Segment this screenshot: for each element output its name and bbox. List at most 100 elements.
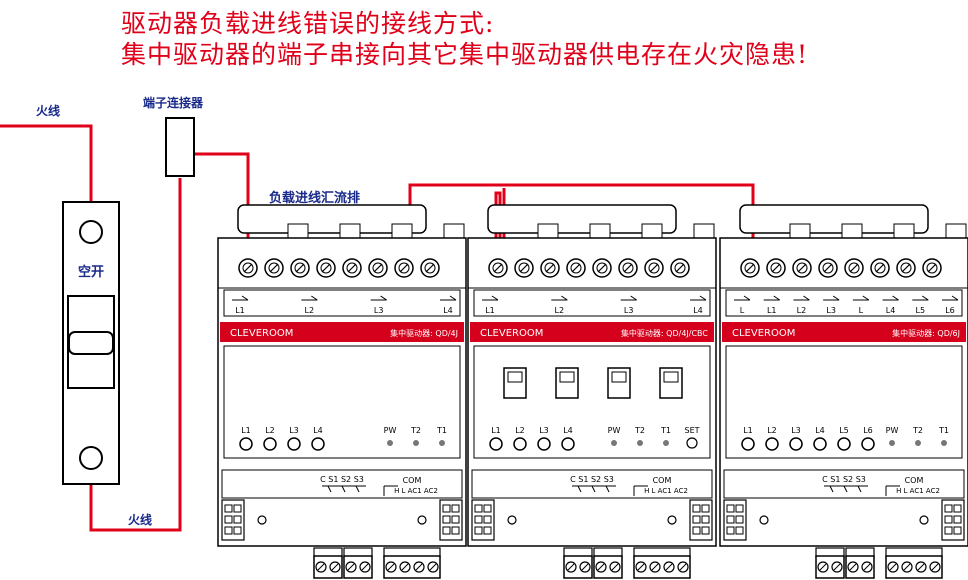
module-2-screw-slot[interactable]: [649, 263, 659, 273]
module-2-manual-button-4[interactable]: [659, 367, 683, 399]
module-1-screw-slot[interactable]: [321, 263, 331, 273]
module-3-plug-b-slot[interactable]: [863, 563, 871, 571]
module-1-plug-b-slot[interactable]: [361, 563, 369, 571]
module-3-screw-slot[interactable]: [797, 263, 807, 273]
module-1-screw-terminal[interactable]: [264, 258, 284, 278]
module-1-channel-button[interactable]: [239, 437, 253, 451]
module-1-plug-a[interactable]: [313, 547, 343, 579]
module-1-channel-button[interactable]: [263, 437, 277, 451]
module-3-screw-terminal[interactable]: [740, 258, 760, 278]
module-2-screw-terminal[interactable]: [670, 258, 690, 278]
module-2-channel-button[interactable]: [537, 437, 551, 451]
module-3-channel-button[interactable]: [813, 437, 827, 451]
module-2-manual-button-cap[interactable]: [507, 371, 523, 383]
module-1-plug-c-body[interactable]: [383, 555, 441, 579]
module-2-screw-terminal[interactable]: [592, 258, 612, 278]
module-2-manual-button-3[interactable]: [607, 367, 631, 399]
module-1-screw-slot[interactable]: [425, 263, 435, 273]
module-2-screw-slot[interactable]: [519, 263, 529, 273]
module-3-plug-c-body[interactable]: [885, 555, 943, 579]
module-2-manual-button-cap[interactable]: [611, 371, 627, 383]
module-1-screw-slot[interactable]: [295, 263, 305, 273]
module-1-plug-c-slot[interactable]: [415, 563, 423, 571]
module-3-screw-terminal[interactable]: [896, 258, 916, 278]
module-1-screw-slot[interactable]: [269, 263, 279, 273]
module-3-screw-terminal[interactable]: [792, 258, 812, 278]
module-2-screw-terminal[interactable]: [566, 258, 586, 278]
module-2-screw-slot[interactable]: [493, 263, 503, 273]
module-3-screw-terminal[interactable]: [766, 258, 786, 278]
module-2-screw-slot[interactable]: [623, 263, 633, 273]
module-1-screw-slot[interactable]: [399, 263, 409, 273]
module-2-plug-c-slot[interactable]: [665, 563, 673, 571]
module-1-plug-c-slot[interactable]: [387, 563, 395, 571]
breaker-toggle[interactable]: [68, 331, 114, 355]
module-1-screw-slot[interactable]: [347, 263, 357, 273]
module-2-manual-button-2[interactable]: [555, 367, 579, 399]
module-2-screw-slot[interactable]: [571, 263, 581, 273]
module-1-screw-slot[interactable]: [373, 263, 383, 273]
module-1-screw-terminal[interactable]: [316, 258, 336, 278]
module-2-manual-button-cap[interactable]: [559, 371, 575, 383]
module-1-plug-a-slot[interactable]: [331, 563, 339, 571]
module-3-channel-button[interactable]: [837, 437, 851, 451]
module-2-channel-button[interactable]: [489, 437, 503, 451]
module-1-screw-terminal[interactable]: [368, 258, 388, 278]
module-2-plug-b-slot[interactable]: [611, 563, 619, 571]
module-2-plug-a-slot[interactable]: [581, 563, 589, 571]
module-3-screw-terminal[interactable]: [870, 258, 890, 278]
module-2-plug-c-body[interactable]: [633, 555, 691, 579]
module-1-plug-b-slot[interactable]: [347, 563, 355, 571]
module-2-plug-a[interactable]: [563, 547, 593, 579]
module-2-channel-button[interactable]: [513, 437, 527, 451]
module-3-screw-terminal[interactable]: [922, 258, 942, 278]
module-3-plug-a-slot[interactable]: [819, 563, 827, 571]
module-1-screw-terminal[interactable]: [394, 258, 414, 278]
module-3-screw-slot[interactable]: [849, 263, 859, 273]
module-2-plug-c[interactable]: [633, 547, 691, 579]
module-2-manual-button-1[interactable]: [503, 367, 527, 399]
module-2-screw-slot[interactable]: [675, 263, 685, 273]
module-2-set-button[interactable]: [686, 437, 698, 449]
module-1-plug-a-slot[interactable]: [317, 563, 325, 571]
module-3-screw-terminal[interactable]: [818, 258, 838, 278]
module-3-plug-b-slot[interactable]: [849, 563, 857, 571]
module-2-screw-slot[interactable]: [597, 263, 607, 273]
module-2-plug-c-slot[interactable]: [651, 563, 659, 571]
module-2-plug-c-slot[interactable]: [679, 563, 687, 571]
module-1-plug-b[interactable]: [343, 547, 373, 579]
module-3-channel-button[interactable]: [741, 437, 755, 451]
module-3-plug-c-slot[interactable]: [889, 563, 897, 571]
module-2-channel-button[interactable]: [561, 437, 575, 451]
module-3-channel-button[interactable]: [861, 437, 875, 451]
module-1-channel-button[interactable]: [287, 437, 301, 451]
module-1-screw-terminal[interactable]: [238, 258, 258, 278]
module-2-screw-terminal[interactable]: [514, 258, 534, 278]
module-2-screw-terminal[interactable]: [618, 258, 638, 278]
module-1-screw-slot[interactable]: [243, 263, 253, 273]
module-2-screw-slot[interactable]: [545, 263, 555, 273]
module-1-screw-terminal[interactable]: [420, 258, 440, 278]
module-3-screw-slot[interactable]: [771, 263, 781, 273]
module-2-screw-terminal[interactable]: [540, 258, 560, 278]
module-2-plug-c-slot[interactable]: [637, 563, 645, 571]
module-1-screw-terminal[interactable]: [290, 258, 310, 278]
module-3-screw-slot[interactable]: [745, 263, 755, 273]
module-3-screw-slot[interactable]: [927, 263, 937, 273]
module-1-screw-terminal[interactable]: [342, 258, 362, 278]
module-3-screw-terminal[interactable]: [844, 258, 864, 278]
module-1-channel-button[interactable]: [311, 437, 325, 451]
module-2-plug-b-slot[interactable]: [597, 563, 605, 571]
module-3-plug-c[interactable]: [885, 547, 943, 579]
module-2-screw-terminal[interactable]: [488, 258, 508, 278]
module-3-screw-slot[interactable]: [875, 263, 885, 273]
module-3-screw-slot[interactable]: [823, 263, 833, 273]
module-2-plug-a-slot[interactable]: [567, 563, 575, 571]
module-3-channel-button[interactable]: [765, 437, 779, 451]
module-3-plug-a[interactable]: [815, 547, 845, 579]
module-2-plug-b[interactable]: [593, 547, 623, 579]
module-3-plug-c-slot[interactable]: [903, 563, 911, 571]
module-3-screw-slot[interactable]: [901, 263, 911, 273]
module-1-plug-c[interactable]: [383, 547, 441, 579]
module-3-plug-b[interactable]: [845, 547, 875, 579]
